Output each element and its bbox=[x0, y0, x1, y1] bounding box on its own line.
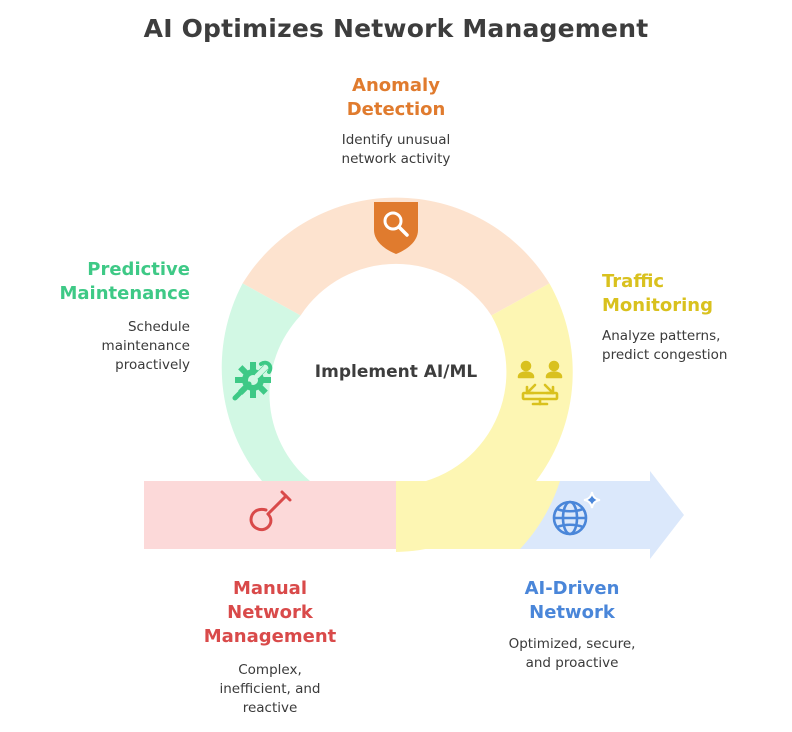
anomaly-desc-line2: network activity bbox=[341, 151, 451, 167]
anomaly-title-line1: Anomaly bbox=[352, 75, 440, 96]
manual-desc-line1: Complex, bbox=[238, 662, 302, 678]
tangled-cable-icon bbox=[249, 490, 292, 531]
traffic-desc-line2: predict congestion bbox=[602, 347, 728, 363]
ai-driven-title: AI-Driven Network bbox=[472, 577, 672, 625]
manual-title-line3: Management bbox=[203, 626, 337, 647]
anomaly-title-line2: Detection bbox=[346, 99, 446, 120]
predictive-title-line2: Maintenance bbox=[59, 283, 190, 304]
predictive-desc-line2: maintenance bbox=[101, 338, 190, 354]
traffic-description: Analyze patterns, predict congestion bbox=[602, 327, 782, 365]
predictive-title: Predictive Maintenance bbox=[20, 258, 190, 306]
segment-traffic-overlap bbox=[396, 481, 560, 549]
segment-anomaly bbox=[242, 197, 550, 316]
page-title: AI Optimizes Network Management bbox=[143, 14, 649, 43]
network-users-icon bbox=[517, 360, 563, 406]
manual-description: Complex, inefficient, and reactive bbox=[170, 661, 370, 718]
anomaly-desc-line1: Identify unusual bbox=[341, 132, 451, 148]
manual-desc-line2: inefficient, and bbox=[219, 681, 321, 697]
gear-wrench-icon bbox=[232, 360, 273, 401]
traffic-title-line1: Traffic bbox=[602, 271, 665, 292]
predictive-desc-line3: proactively bbox=[115, 357, 190, 373]
globe-sparkle-icon bbox=[552, 491, 601, 536]
traffic-desc-line1: Analyze patterns, bbox=[602, 328, 721, 344]
manual-title-line1: Manual bbox=[232, 578, 307, 599]
anomaly-description: Identify unusual network activity bbox=[296, 131, 496, 169]
ai-driven-desc-line2: and proactive bbox=[525, 655, 619, 671]
ai-driven-title-line1: AI-Driven bbox=[524, 578, 620, 599]
predictive-description: Schedule maintenance proactively bbox=[20, 318, 190, 375]
center-label: Implement AI/ML bbox=[314, 362, 478, 382]
magnifier-icon bbox=[374, 202, 418, 254]
manual-title-line2: Network bbox=[227, 602, 313, 623]
manual-title: Manual Network Management bbox=[170, 577, 370, 649]
ai-driven-title-line2: Network bbox=[529, 602, 615, 623]
predictive-desc-line1: Schedule bbox=[127, 319, 190, 335]
manual-desc-line3: reactive bbox=[242, 700, 298, 716]
traffic-title-line2: Monitoring bbox=[602, 295, 713, 316]
ai-driven-desc-line1: Optimized, secure, bbox=[508, 636, 636, 652]
predictive-title-line1: Predictive bbox=[87, 259, 190, 280]
ai-driven-description: Optimized, secure, and proactive bbox=[472, 635, 672, 673]
anomaly-title: Anomaly Detection bbox=[296, 74, 496, 122]
traffic-title: Traffic Monitoring bbox=[602, 270, 782, 318]
